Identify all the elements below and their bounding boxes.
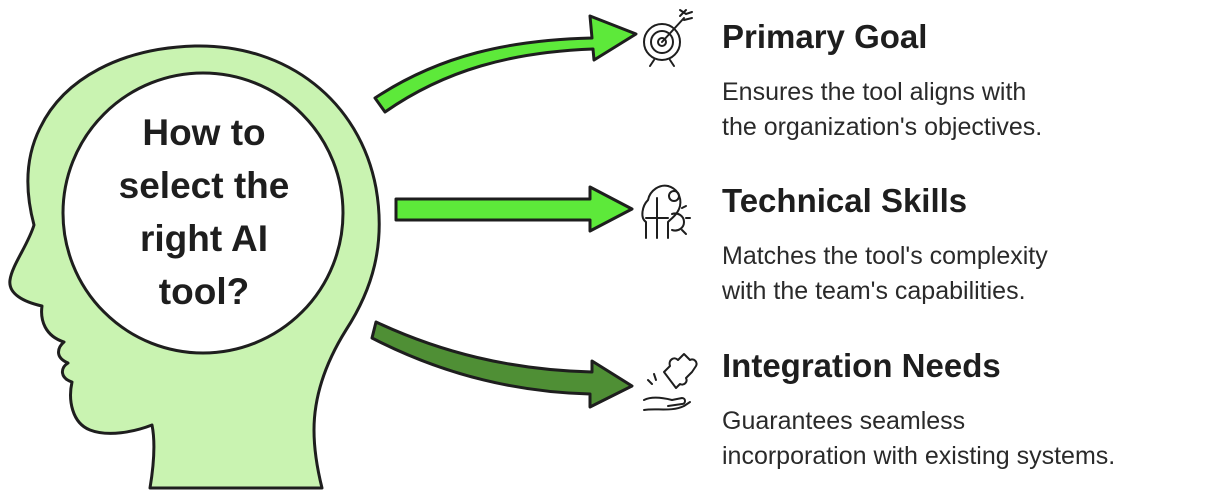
head-gears-icon bbox=[641, 184, 691, 239]
item-desc-line-2: the organization's objectives. bbox=[722, 113, 1043, 141]
item-technical-skills: Technical Skills Matches the tool's comp… bbox=[722, 182, 1202, 309]
item-desc-line-1: Guarantees seamless bbox=[722, 407, 966, 435]
item-description: Ensures the tool aligns with the organiz… bbox=[722, 75, 1202, 145]
item-desc-line-1: Matches the tool's complexity bbox=[722, 242, 1048, 270]
arrow-integration-needs bbox=[370, 320, 634, 409]
center-line-1: How to bbox=[142, 112, 266, 153]
item-description: Matches the tool's complexity with the t… bbox=[722, 239, 1202, 309]
target-icon bbox=[643, 9, 693, 67]
item-desc-line-2: with the team's capabilities. bbox=[722, 277, 1026, 305]
item-desc-line-1: Ensures the tool aligns with bbox=[722, 78, 1027, 106]
center-line-3: right AI bbox=[139, 218, 269, 259]
item-title: Primary Goal bbox=[722, 18, 928, 55]
center-line-4: tool? bbox=[158, 271, 250, 312]
puzzle-hand-icon bbox=[643, 353, 698, 411]
item-title: Technical Skills bbox=[722, 182, 968, 219]
brain-circle bbox=[61, 71, 345, 355]
item-title: Integration Needs bbox=[722, 347, 1001, 384]
item-integration-needs: Integration Needs Guarantees seamless in… bbox=[722, 347, 1202, 474]
item-primary-goal: Primary Goal Ensures the tool aligns wit… bbox=[722, 18, 1202, 145]
center-question: How to select the right AI tool? bbox=[70, 106, 338, 318]
item-desc-line-2: incorporation with existing systems. bbox=[722, 442, 1116, 470]
item-description: Guarantees seamless incorporation with e… bbox=[722, 404, 1202, 474]
arrow-primary-goal bbox=[373, 14, 638, 114]
center-line-2: select the bbox=[118, 165, 290, 206]
arrow-technical-skills bbox=[394, 185, 634, 233]
